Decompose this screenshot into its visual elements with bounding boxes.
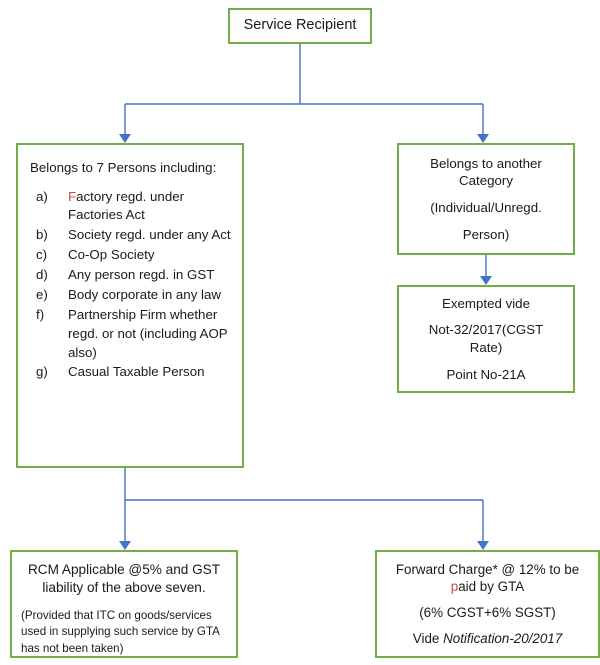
forward-line2-rest: aid by GTA: [458, 579, 525, 595]
exempted-line3: Rate): [469, 340, 503, 355]
list-item-text: Society regd. under any Act: [68, 227, 231, 243]
list-item: Co-Op Society: [36, 246, 234, 265]
spellcheck-highlight-char: F: [68, 188, 77, 204]
another-category-line4: Person): [462, 226, 510, 242]
node-forward-charge[interactable]: Forward Charge* @ 12% to be paid by GTA …: [375, 550, 600, 658]
rcm-note: (Provided that ITC on goods/services use…: [21, 608, 227, 657]
node-rcm-applicable[interactable]: RCM Applicable @5% and GST liability of …: [10, 550, 238, 658]
rcm-line2: liability of the above seven.: [42, 579, 206, 595]
list-item: Factory regd. under Factories Act: [36, 188, 234, 226]
arrowhead-to-exempt: [480, 276, 492, 285]
spellcheck-highlight-char: p: [450, 579, 459, 595]
arrowhead-to-forward: [477, 541, 489, 550]
exempted-line2: Not-32/2017(CGST: [428, 322, 544, 338]
forward-line2: paid by GTA: [383, 578, 592, 596]
list-item: Casual Taxable Person: [36, 363, 234, 382]
another-category-line1: Belongs to another: [430, 155, 542, 171]
list-item: Body corporate in any law: [36, 286, 234, 305]
list-item-text: Co-Op Society: [68, 247, 155, 263]
list-item-text: Partnership Firm whether regd. or not (i…: [68, 306, 228, 360]
forward-line3: (6% CGST+6% SGST): [419, 605, 556, 620]
arrowhead-to-another: [477, 134, 489, 143]
forward-line1: Forward Charge* @ 12% to be: [395, 561, 580, 577]
seven-persons-list: Factory regd. under Factories Act Societ…: [30, 188, 234, 384]
node-belongs-to-seven-persons[interactable]: Belongs to 7 Persons including: Factory …: [16, 143, 244, 468]
list-item-text: actory regd. under Factories Act: [68, 188, 185, 223]
list-item: Society regd. under any Act: [36, 226, 234, 245]
rcm-line1: RCM Applicable @5% and GST: [27, 562, 221, 577]
node-service-recipient-label: Service Recipient: [243, 17, 357, 34]
list-item: Partnership Firm whether regd. or not (i…: [36, 306, 234, 363]
list-item-text: Casual Taxable Person: [68, 364, 205, 380]
arrowhead-to-seven: [119, 134, 131, 143]
forward-line4: Vide Notification-20/2017: [383, 630, 592, 648]
seven-persons-heading: Belongs to 7 Persons including:: [30, 160, 217, 175]
rcm-note-line1: (Provided that ITC on goods/services: [21, 608, 212, 622]
another-category-line3: (Individual/Unregd.: [430, 200, 542, 215]
arrowhead-to-rcm: [119, 541, 131, 550]
list-item: Any person regd. in GST: [36, 266, 234, 285]
node-exempted-vide[interactable]: Exempted vide Not-32/2017(CGST Rate) Poi…: [397, 285, 575, 393]
node-belongs-to-another-category[interactable]: Belongs to another Category (Individual/…: [397, 143, 575, 255]
forward-notification-reference: Notification-20/2017: [443, 630, 563, 646]
rcm-note-line3: has not been taken): [21, 641, 124, 655]
list-item-text: Any person regd. in GST: [68, 267, 215, 283]
list-item-text: Body corporate in any law: [68, 286, 221, 302]
exempted-line1: Exempted vide: [442, 295, 530, 311]
forward-line4-prefix: Vide: [412, 630, 444, 646]
another-category-line2: Category: [459, 173, 513, 189]
node-service-recipient[interactable]: Service Recipient: [228, 8, 372, 44]
rcm-note-line2: used in supplying such service by GTA: [21, 625, 220, 639]
exempted-line4: Point No-21A: [446, 366, 526, 382]
